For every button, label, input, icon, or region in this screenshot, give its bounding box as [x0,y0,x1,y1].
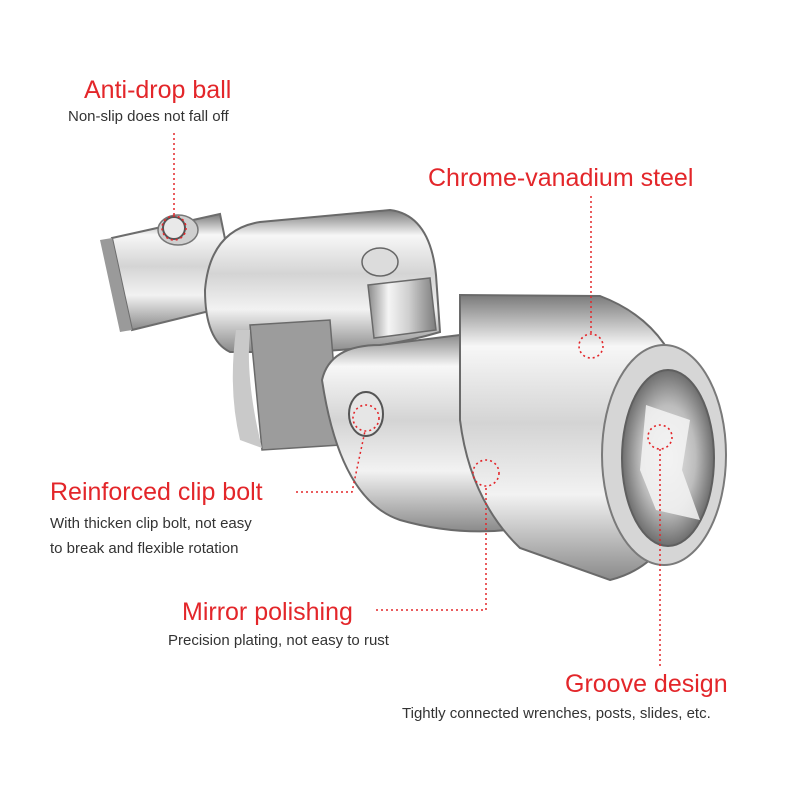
callout-clip-bolt: Reinforced clip bolt With thicken clip b… [50,477,263,559]
callout-groove: Groove design [565,669,728,699]
mirror-desc: Precision plating, not easy to rust [168,632,389,649]
marker-mirror [472,459,500,487]
clip-bolt-title: Reinforced clip bolt [50,478,263,506]
marker-chrome [578,333,604,359]
anti-drop-ball [162,216,186,240]
callout-mirror: Mirror polishing [182,597,353,627]
callout-groove-desc: Tightly connected wrenches, posts, slide… [402,703,711,724]
socket-body [459,293,727,582]
callout-mirror-desc: Precision plating, not easy to rust [168,630,389,651]
groove-title: Groove design [565,670,728,698]
leader-clip-bolt [296,430,366,493]
marker-anti-drop [161,215,187,241]
marker-clip-bolt [352,404,380,432]
anti-drop-title: Anti-drop ball [84,76,232,104]
leader-mirror [376,486,487,611]
anti-drop-desc: Non-slip does not fall off [68,108,229,125]
cross-pin-top [361,247,399,277]
clip-bolt [348,391,384,437]
callout-anti-drop: Anti-drop ball [84,75,231,105]
chrome-title: Chrome-vanadium steel [428,164,694,192]
marker-groove [647,424,673,450]
groove-desc: Tightly connected wrenches, posts, slide… [402,705,711,722]
mirror-title: Mirror polishing [182,598,353,626]
callout-anti-drop-desc: Non-slip does not fall off [68,106,229,127]
clip-bolt-desc-line1: With thicken clip bolt, not easy [50,515,252,532]
callout-chrome: Chrome-vanadium steel [428,163,693,193]
clip-bolt-desc-line2: to break and flexible rotation [50,540,239,557]
